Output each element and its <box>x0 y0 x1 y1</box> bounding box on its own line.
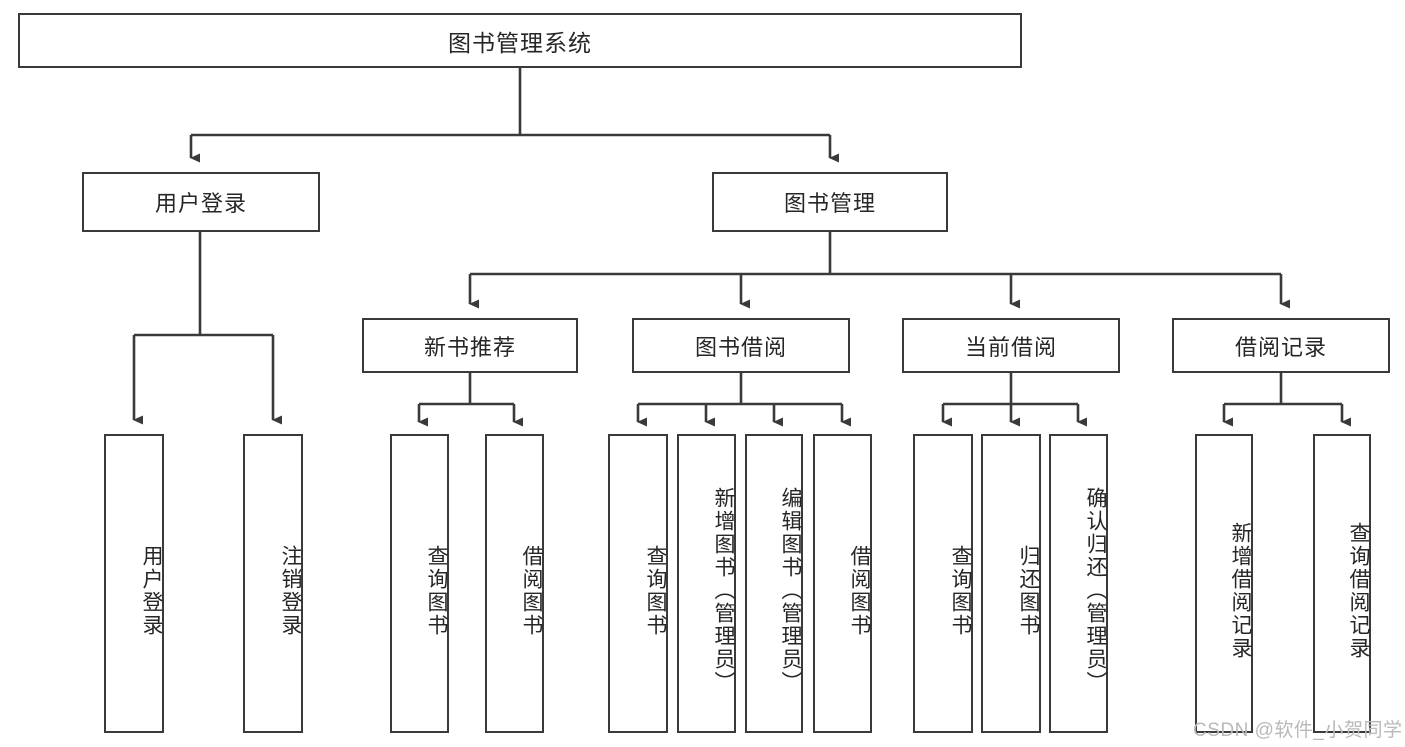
leaf-add-borrow-record[interactable]: 新增借阅记录 <box>1195 434 1253 733</box>
node-label: 用户登录 <box>140 544 163 637</box>
node-label: 借阅图书 <box>848 544 871 637</box>
leaf-add-book-admin[interactable]: 新增图书（管理员） <box>677 434 736 733</box>
leaf-logout[interactable]: 注销登录 <box>243 434 303 733</box>
leaf-query-book-current[interactable]: 查询图书 <box>913 434 973 733</box>
node-label: 用户登录 <box>154 191 247 216</box>
node-label: 注销登录 <box>279 544 302 637</box>
node-label: 图书管理系统 <box>448 29 592 56</box>
node-book-borrow[interactable]: 图书借阅 <box>632 318 850 373</box>
leaf-confirm-return-admin[interactable]: 确认归还（管理员） <box>1049 434 1108 733</box>
node-label: 查询借阅记录 <box>1347 521 1370 660</box>
leaf-query-book-borrow[interactable]: 查询图书 <box>608 434 668 733</box>
leaf-borrow-book[interactable]: 借阅图书 <box>813 434 872 733</box>
node-current-borrow[interactable]: 当前借阅 <box>902 318 1120 373</box>
node-label: 新增借阅记录 <box>1229 521 1252 660</box>
node-label: 查询图书 <box>644 544 667 637</box>
leaf-edit-book-admin[interactable]: 编辑图书（管理员） <box>745 434 803 733</box>
node-root[interactable]: 图书管理系统 <box>18 13 1022 68</box>
watermark-text: CSDN @软件_小贺同学 <box>1193 720 1403 741</box>
node-book-management[interactable]: 图书管理 <box>712 172 948 232</box>
node-label: 借阅图书 <box>520 544 543 637</box>
leaf-user-login[interactable]: 用户登录 <box>104 434 164 733</box>
node-label: 确认归还（管理员） <box>1084 487 1107 694</box>
node-label: 查询图书 <box>425 544 448 637</box>
node-label: 借阅记录 <box>1234 334 1327 360</box>
node-label: 当前借阅 <box>964 334 1057 360</box>
node-label: 图书借阅 <box>694 334 787 360</box>
leaf-query-book-recommend[interactable]: 查询图书 <box>390 434 449 733</box>
leaf-borrow-book-recommend[interactable]: 借阅图书 <box>485 434 544 733</box>
node-label: 新增图书（管理员） <box>712 487 735 694</box>
node-new-book-recommend[interactable]: 新书推荐 <box>362 318 578 373</box>
node-label: 图书管理 <box>783 191 876 216</box>
node-label: 新书推荐 <box>423 334 516 360</box>
leaf-return-book[interactable]: 归还图书 <box>981 434 1041 733</box>
node-label: 归还图书 <box>1017 544 1040 637</box>
node-user-login[interactable]: 用户登录 <box>82 172 320 232</box>
node-label: 编辑图书（管理员） <box>779 487 802 694</box>
node-label: 查询图书 <box>949 544 972 637</box>
leaf-query-borrow-record[interactable]: 查询借阅记录 <box>1313 434 1371 733</box>
node-borrow-record[interactable]: 借阅记录 <box>1172 318 1390 373</box>
